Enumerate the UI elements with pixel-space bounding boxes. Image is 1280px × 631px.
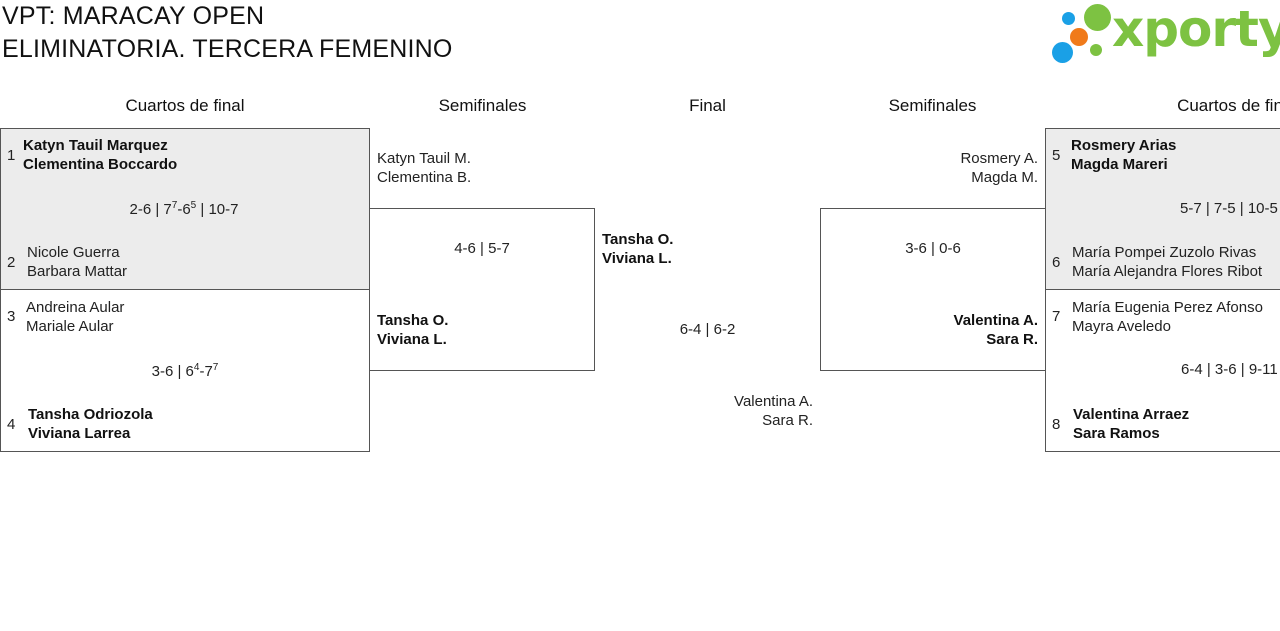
logo-wordmark: xporty [1112, 0, 1280, 58]
player-name: Barbara Mattar [27, 263, 128, 280]
right-qf-m2-team-a: María Eugenia Perez Afonso Mayra Aveledo [1072, 298, 1263, 336]
left-sf-score: 4-6 | 5-7 [454, 240, 510, 257]
right-qf-m1-score: 5-7 | 7-5 | 10-5 [1180, 200, 1278, 217]
player-name: Valentina A. [734, 393, 813, 410]
logo-dot-green-small [1090, 44, 1102, 56]
player-name: Tansha O. [602, 231, 674, 248]
seed-number: 1 [7, 147, 16, 164]
seed-number: 8 [1052, 416, 1061, 433]
page-title: VPT: MARACAY OPEN [2, 2, 265, 30]
player-name: María Eugenia Perez Afonso [1072, 299, 1263, 316]
player-name: María Pompei Zuzolo Rivas [1072, 244, 1257, 261]
final-team-a: Tansha O. Viviana L. [602, 230, 673, 268]
right-sf-team-a: Rosmery A. Magda M. [960, 149, 1038, 187]
right-qf-m1-team-a: Rosmery Arias Magda Mareri [1071, 136, 1176, 174]
right-qf-m1-team-b: María Pompei Zuzolo Rivas María Alejandr… [1072, 243, 1262, 281]
logo-dot-blue-large [1052, 42, 1073, 63]
player-name: Sara R. [762, 412, 813, 429]
right-qf-m2-score: 6-4 | 3-6 | 9-11 [1181, 361, 1278, 378]
player-name: María Alejandra Flores Ribot [1072, 263, 1263, 280]
round-header-right-semis: Semifinales [888, 96, 977, 115]
round-header-left-semis: Semifinales [438, 96, 527, 115]
left-sf-team-a: Katyn Tauil M. Clementina B. [377, 149, 471, 187]
right-sf-match[interactable] [820, 208, 1046, 371]
round-header-final: Final [689, 96, 726, 115]
logo-dot-orange [1070, 28, 1088, 46]
seed-number: 5 [1052, 147, 1061, 164]
player-name: Katyn Tauil M. [377, 150, 471, 167]
right-sf-team-b: Valentina A. Sara R. [954, 311, 1038, 349]
seed-number: 7 [1052, 308, 1061, 325]
player-name: Nicole Guerra [27, 244, 120, 261]
player-name: Valentina A. [953, 312, 1038, 329]
player-name: Tansha O. [377, 312, 449, 329]
logo-dot-green [1084, 4, 1111, 31]
xporty-logo: xporty [1050, 0, 1280, 68]
final-score: 6-4 | 6-2 [679, 321, 736, 338]
left-qf-match-1[interactable] [0, 128, 370, 290]
player-name: Rosmery A. [960, 150, 1038, 167]
player-name: Viviana L. [602, 250, 672, 267]
player-name: Magda M. [971, 169, 1038, 186]
player-name: Viviana L. [377, 331, 447, 348]
player-name: Valentina Arraez [1073, 406, 1190, 423]
player-name: Sara R. [986, 331, 1038, 348]
left-qf-m2-score: 3-6 | 64-77 [151, 362, 219, 380]
player-name: Andreina Aular [26, 299, 125, 316]
left-qf-m2-team-a: Andreina Aular Mariale Aular [26, 298, 124, 336]
left-qf-m1-team-b: Nicole Guerra Barbara Mattar [27, 243, 127, 281]
left-sf-team-b: Tansha O. Viviana L. [377, 311, 448, 349]
logo-dot-blue [1062, 12, 1075, 25]
left-qf-m2-team-b: Tansha Odriozola Viviana Larrea [28, 405, 153, 443]
seed-number: 2 [7, 254, 16, 271]
page-subtitle: ELIMINATORIA. TERCERA FEMENINO [2, 35, 453, 63]
right-sf-score: 3-6 | 0-6 [905, 240, 961, 257]
round-header-right-quarters: Cuartos de fin [1177, 96, 1280, 115]
player-name: Tansha Odriozola [28, 406, 153, 423]
seed-number: 6 [1052, 254, 1061, 271]
right-qf-match-2[interactable] [1045, 289, 1280, 452]
seed-number: 3 [7, 308, 16, 325]
right-qf-m2-team-b: Valentina Arraez Sara Ramos [1073, 405, 1189, 443]
round-header-left-quarters: Cuartos de final [125, 96, 245, 115]
player-name: Sara Ramos [1073, 425, 1160, 442]
left-sf-match[interactable] [369, 208, 595, 371]
player-name: Magda Mareri [1071, 156, 1168, 173]
seed-number: 4 [7, 416, 16, 433]
player-name: Clementina Boccardo [23, 156, 178, 173]
player-name: Rosmery Arias [1071, 137, 1177, 154]
player-name: Mariale Aular [26, 318, 114, 335]
left-qf-m1-team-a: Katyn Tauil Marquez Clementina Boccardo [23, 136, 177, 174]
player-name: Viviana Larrea [28, 425, 131, 442]
player-name: Clementina B. [377, 169, 472, 186]
player-name: Mayra Aveledo [1072, 318, 1171, 335]
final-team-b: Valentina A. Sara R. [734, 392, 813, 430]
left-qf-m1-score: 2-6 | 77-65 | 10-7 [129, 200, 239, 218]
player-name: Katyn Tauil Marquez [23, 137, 168, 154]
